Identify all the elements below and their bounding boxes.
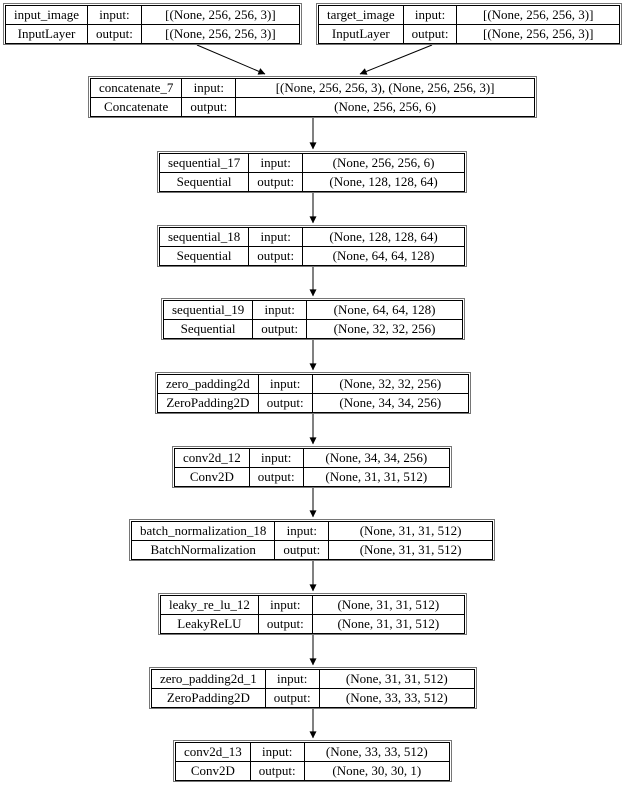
layer-table: sequential_19 input: (None, 64, 64, 128)… — [162, 300, 463, 339]
layer-input-shape: (None, 33, 33, 512) — [303, 742, 451, 762]
layer-name: sequential_19 — [162, 300, 254, 320]
layer-input-shape: (None, 256, 256, 6) — [302, 153, 465, 173]
layer-name: target_image — [318, 5, 404, 25]
layer-table: zero_padding2d input: (None, 32, 32, 256… — [157, 374, 470, 413]
edge-target_image-to-concatenate_7 — [359, 44, 433, 75]
layer-input-shape: (None, 32, 32, 256) — [311, 374, 470, 394]
layer-table: leaky_re_lu_12 input: (None, 31, 31, 512… — [160, 595, 466, 634]
layer-output-shape: (None, 32, 32, 256) — [306, 319, 463, 339]
input-label: input: — [87, 5, 142, 25]
output-label: output: — [248, 467, 304, 487]
layer-name: zero_padding2d — [157, 374, 259, 394]
layer-output-shape: [(None, 256, 256, 3)] — [456, 24, 620, 44]
node-sequential_17: sequential_17 input: (None, 256, 256, 6)… — [157, 151, 467, 193]
layer-table: target_image input: [(None, 256, 256, 3)… — [318, 5, 620, 44]
output-label: output: — [257, 393, 313, 413]
node-conv2d_13: conv2d_13 input: (None, 33, 33, 512) Con… — [173, 740, 452, 782]
layer-output-shape: (None, 128, 128, 64) — [302, 172, 465, 192]
layer-output-shape: (None, 64, 64, 128) — [302, 246, 465, 266]
input-label: input: — [402, 5, 458, 25]
node-zero_padding2d_1: zero_padding2d_1 input: (None, 31, 31, 5… — [149, 667, 477, 709]
output-label: output: — [87, 24, 142, 44]
input-label: input: — [249, 742, 305, 762]
layer-input-shape: (None, 31, 31, 512) — [328, 521, 493, 541]
layer-output-shape: (None, 34, 34, 256) — [311, 393, 470, 413]
output-label: output: — [249, 761, 305, 781]
output-label: output: — [274, 540, 330, 560]
layer-input-shape: (None, 31, 31, 512) — [311, 595, 466, 615]
node-concatenate_7: concatenate_7 input: [(None, 256, 256, 3… — [88, 76, 537, 118]
node-target_image: target_image input: [(None, 256, 256, 3)… — [316, 3, 622, 45]
output-label: output: — [402, 24, 458, 44]
layer-table: input_image input: [(None, 256, 256, 3)]… — [5, 5, 301, 44]
layer-input-shape: (None, 34, 34, 256) — [302, 448, 451, 468]
layer-type: Sequential — [162, 319, 254, 339]
layer-output-shape: (None, 31, 31, 512) — [328, 540, 493, 560]
input-label: input: — [248, 448, 304, 468]
layer-output-shape: [(None, 256, 256, 3)] — [140, 24, 301, 44]
layer-input-shape: (None, 64, 64, 128) — [306, 300, 463, 320]
output-label: output: — [248, 172, 304, 192]
input-label: input: — [248, 227, 304, 247]
layer-output-shape: (None, 33, 33, 512) — [318, 688, 476, 708]
layer-type: Conv2D — [174, 467, 250, 487]
layer-output-shape: (None, 256, 256, 6) — [235, 97, 535, 117]
output-label: output: — [248, 246, 304, 266]
layer-type: Sequential — [158, 172, 250, 192]
layer-table: zero_padding2d_1 input: (None, 31, 31, 5… — [151, 669, 476, 708]
input-label: input: — [257, 374, 313, 394]
layer-output-shape: (None, 31, 31, 512) — [311, 614, 466, 634]
layer-table: concatenate_7 input: [(None, 256, 256, 3… — [89, 78, 535, 117]
layer-table: sequential_18 input: (None, 128, 128, 64… — [158, 227, 465, 266]
layer-table: batch_normalization_18 input: (None, 31,… — [130, 521, 493, 560]
input-label: input: — [181, 78, 237, 98]
layer-input-shape: [(None, 256, 256, 3)] — [456, 5, 620, 25]
layer-input-shape: (None, 31, 31, 512) — [318, 669, 476, 689]
layer-name: sequential_18 — [158, 227, 250, 247]
input-label: input: — [274, 521, 330, 541]
layer-name: conv2d_13 — [175, 742, 251, 762]
output-label: output: — [264, 688, 320, 708]
layer-table: conv2d_13 input: (None, 33, 33, 512) Con… — [175, 742, 451, 781]
layer-output-shape: (None, 30, 30, 1) — [303, 761, 451, 781]
layer-name: batch_normalization_18 — [130, 521, 276, 541]
node-zero_padding2d: zero_padding2d input: (None, 32, 32, 256… — [155, 372, 471, 414]
node-sequential_18: sequential_18 input: (None, 128, 128, 64… — [157, 225, 467, 267]
layer-table: sequential_17 input: (None, 256, 256, 6)… — [158, 153, 465, 192]
layer-type: Concatenate — [89, 97, 183, 117]
node-sequential_19: sequential_19 input: (None, 64, 64, 128)… — [161, 298, 465, 340]
layer-input-shape: [(None, 256, 256, 3)] — [140, 5, 301, 25]
layer-name: sequential_17 — [158, 153, 250, 173]
edge-input_image-to-concatenate_7 — [196, 44, 266, 75]
layer-input-shape: (None, 128, 128, 64) — [302, 227, 465, 247]
output-label: output: — [257, 614, 313, 634]
input-label: input: — [252, 300, 308, 320]
node-input_image: input_image input: [(None, 256, 256, 3)]… — [3, 3, 302, 45]
node-leaky_re_lu_12: leaky_re_lu_12 input: (None, 31, 31, 512… — [158, 593, 467, 635]
layer-type: Conv2D — [175, 761, 251, 781]
layer-name: input_image — [5, 5, 88, 25]
layer-name: leaky_re_lu_12 — [160, 595, 259, 615]
input-label: input: — [248, 153, 304, 173]
node-batch_normalization_18: batch_normalization_18 input: (None, 31,… — [129, 519, 495, 561]
layer-type: InputLayer — [318, 24, 404, 44]
node-conv2d_12: conv2d_12 input: (None, 34, 34, 256) Con… — [172, 446, 452, 488]
layer-table: conv2d_12 input: (None, 34, 34, 256) Con… — [174, 448, 451, 487]
layer-output-shape: (None, 31, 31, 512) — [302, 467, 451, 487]
layer-input-shape: [(None, 256, 256, 3), (None, 256, 256, 3… — [235, 78, 535, 98]
input-label: input: — [264, 669, 320, 689]
layer-type: ZeroPadding2D — [151, 688, 266, 708]
output-label: output: — [252, 319, 308, 339]
layer-type: ZeroPadding2D — [157, 393, 259, 413]
layer-type: LeakyReLU — [160, 614, 259, 634]
layer-type: Sequential — [158, 246, 250, 266]
layer-name: concatenate_7 — [89, 78, 183, 98]
layer-name: conv2d_12 — [174, 448, 250, 468]
output-label: output: — [181, 97, 237, 117]
layer-name: zero_padding2d_1 — [151, 669, 266, 689]
layer-type: InputLayer — [5, 24, 88, 44]
input-label: input: — [257, 595, 313, 615]
layer-type: BatchNormalization — [130, 540, 276, 560]
